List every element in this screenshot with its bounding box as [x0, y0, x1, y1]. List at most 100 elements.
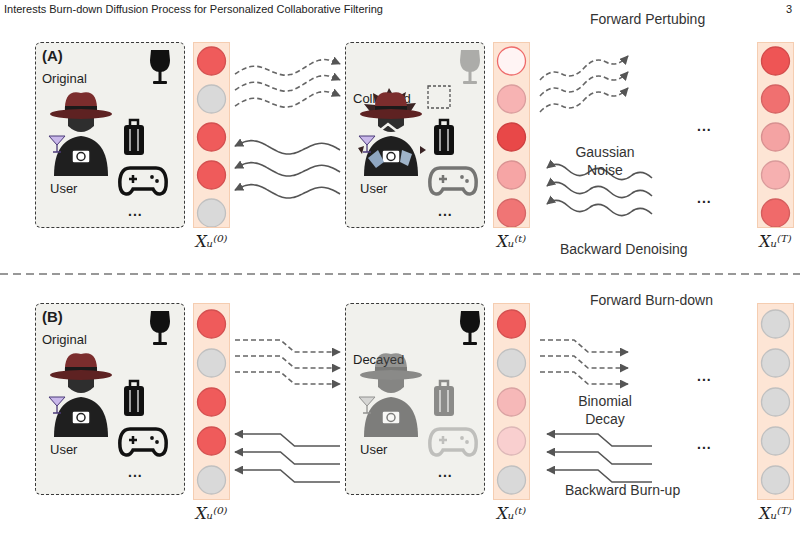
decay-label: Binomial Decay [565, 392, 645, 428]
interest-cell [762, 349, 790, 377]
vector-cells [758, 304, 793, 499]
interest-cell [762, 47, 790, 75]
backward-step-arrow [547, 452, 652, 464]
backward-wave-arrow [547, 182, 652, 197]
vector-label: Xᵤ⁽ᵀ⁾ [759, 504, 791, 523]
interest-vector: Xᵤ⁽⁰⁾ [193, 42, 230, 228]
gamepad-icon [430, 429, 476, 455]
interest-cell [498, 123, 526, 151]
interest-cell [198, 388, 226, 416]
vector-cells [758, 43, 793, 227]
user-label: User [360, 442, 387, 457]
process-label: Backward Denoising [560, 241, 688, 257]
interest-cell [198, 199, 226, 227]
vector-cells [494, 43, 529, 227]
process-label: Backward Burn-up [565, 482, 680, 498]
interest-cell [762, 199, 790, 227]
gamepad-icon [430, 168, 476, 194]
backward-step-arrow [547, 434, 652, 446]
forward-burn-down-arrow [235, 356, 340, 368]
user-label: User [50, 442, 77, 457]
wine-glass-icon [460, 50, 480, 84]
shatter-crack [360, 124, 424, 132]
backward-denoise-arrow [235, 141, 340, 154]
state-label: Original [42, 71, 87, 86]
luggage-icon [124, 381, 144, 416]
process-label: Forward Pertubing [590, 11, 705, 27]
panel-tag: (B) [42, 308, 63, 325]
panel-separator [0, 273, 800, 275]
user-panel: CollapsedUser... [345, 42, 485, 228]
ellipsis: ... [438, 464, 453, 480]
vector-label: Xᵤ⁽⁰⁾ [195, 232, 227, 251]
forward-wave-arrow [540, 88, 628, 112]
vector-cells [194, 304, 229, 499]
ellipsis: ... [697, 118, 712, 134]
shatter-spikes [364, 88, 416, 114]
interest-cell [198, 349, 226, 377]
forward-perturb-arrow [235, 60, 340, 76]
backward-burn-up-arrow [235, 434, 340, 446]
ellipsis: ... [697, 368, 712, 384]
interest-vector: Xᵤ⁽ᵀ⁾ [757, 42, 794, 228]
user-panel: DecayedUser... [345, 303, 485, 495]
interest-cell [762, 310, 790, 338]
forward-step-arrow [540, 340, 628, 352]
forward-step-arrow [540, 372, 628, 384]
forward-burn-down-arrow [235, 372, 340, 384]
process-label: Forward Burn-down [590, 292, 713, 308]
interest-cell [762, 388, 790, 416]
backward-wave-arrow [547, 164, 652, 179]
ellipsis: ... [697, 190, 712, 206]
interest-cell [198, 427, 226, 455]
forward-wave-arrow [540, 72, 628, 96]
wine-glass-icon [460, 311, 480, 345]
state-label: Original [42, 332, 87, 347]
user-icon [359, 353, 422, 437]
gamepad-icon [120, 429, 166, 455]
interest-cell [498, 161, 526, 189]
interest-cell [762, 161, 790, 189]
backward-wave-arrow [547, 200, 652, 215]
interest-cell [498, 388, 526, 416]
forward-perturb-arrow [235, 92, 340, 108]
backward-burn-up-arrow [235, 452, 340, 464]
interest-vector: Xᵤ⁽⁰⁾ [193, 303, 230, 500]
interest-cell [498, 427, 526, 455]
vector-label: Xᵤ⁽⁰⁾ [195, 504, 227, 523]
shatter-fragment [400, 150, 412, 166]
running-header: Interests Burn-down Diffusion Process fo… [4, 3, 383, 15]
user-label: User [50, 181, 77, 196]
page-number: 3 [786, 3, 792, 15]
luggage-icon [434, 381, 454, 416]
interest-vector: Xᵤ⁽ᵗ⁾ [493, 303, 530, 500]
shatter-fragment [420, 146, 426, 154]
shatter-fragment [358, 146, 364, 154]
state-label: Decayed [353, 352, 404, 367]
vector-cells [194, 43, 229, 227]
vector-cells [494, 304, 529, 499]
interest-cell [498, 466, 526, 494]
forward-step-arrow [540, 356, 628, 368]
user-icon [49, 92, 112, 176]
backward-burn-up-arrow [235, 470, 340, 482]
interest-cell [498, 310, 526, 338]
vector-label: Xᵤ⁽ᵗ⁾ [497, 232, 527, 251]
interest-cell [198, 466, 226, 494]
forward-burn-down-arrow [235, 340, 340, 352]
forward-wave-arrow [540, 56, 628, 80]
vector-label: Xᵤ⁽ᵗ⁾ [497, 504, 527, 523]
ellipsis: ... [697, 436, 712, 452]
gamepad-icon [120, 168, 166, 194]
interest-cell [762, 85, 790, 113]
interest-vector: Xᵤ⁽ᵗ⁾ [493, 42, 530, 228]
interest-cell [198, 47, 226, 75]
user-icon [359, 92, 422, 176]
panel-tag: (A) [42, 47, 63, 64]
interest-cell [198, 161, 226, 189]
wine-glass-icon [150, 50, 170, 84]
luggage-icon [124, 120, 144, 155]
interest-cell [498, 47, 526, 75]
